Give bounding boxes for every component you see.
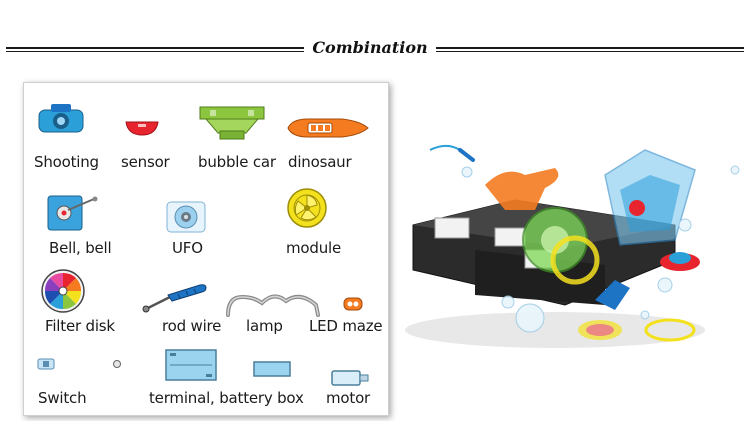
ufo-icon	[166, 201, 206, 233]
dinosaur-icon	[287, 118, 369, 138]
battery-box-icon	[165, 349, 217, 381]
motor-label: motor	[326, 389, 371, 407]
bubble-car-icon	[199, 106, 265, 140]
section-header: Combination	[0, 36, 750, 64]
components-panel: Shooting sensor bubble car dinosaur	[23, 82, 389, 416]
lamp-icon	[226, 294, 320, 317]
assembled-kit-photo	[405, 144, 740, 348]
kit-dinosaur	[485, 168, 559, 210]
shooting-label: Shooting	[34, 153, 99, 171]
terminal-battery-box-label: terminal, battery box	[149, 389, 304, 407]
filter-disk-label: Filter disk	[45, 317, 115, 335]
bubble-car-label: bubble car	[198, 153, 276, 171]
sensor-label: sensor	[121, 153, 170, 171]
sensor-icon	[125, 121, 159, 136]
header-rule-right	[436, 47, 744, 52]
lamp-label: lamp	[246, 317, 283, 335]
module-label: module	[286, 239, 342, 257]
rod-wire-icon	[142, 284, 207, 313]
bell-label: Bell, bell	[49, 239, 112, 257]
switch-icon	[37, 358, 55, 370]
ufo-label: UFO	[172, 239, 203, 257]
terminal-icon	[253, 361, 291, 377]
motor-icon	[331, 370, 369, 386]
header-rule-left	[6, 47, 304, 52]
led-maze-label: LED maze	[309, 317, 383, 335]
filter-disk-icon	[41, 269, 85, 313]
section-title: Combination	[312, 38, 428, 57]
switch-label: Switch	[38, 389, 87, 407]
switch-pin-icon	[113, 360, 121, 368]
kit-yellow-disc	[644, 318, 696, 342]
kit-yellow-fan	[550, 235, 600, 285]
rod-wire-label: rod wire	[162, 317, 222, 335]
shooting-icon	[38, 104, 84, 133]
bell-icon	[47, 195, 98, 231]
dinosaur-label: dinosaur	[288, 153, 352, 171]
led-maze-icon	[343, 297, 363, 311]
module-icon	[287, 188, 327, 228]
